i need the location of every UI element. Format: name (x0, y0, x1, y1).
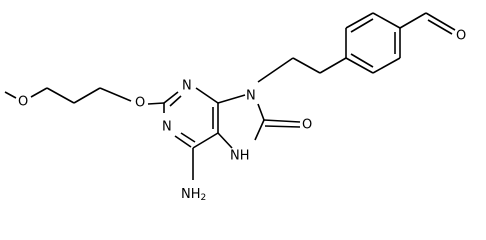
bond-cho-o (425, 12, 456, 31)
molecule-structure-diagram: O O N N N NH O NH2 O (4, 12, 466, 204)
bond-ring-1 (319, 57, 347, 74)
bond-c8-n7 (254, 119, 265, 141)
bond-c2-n3 (163, 91, 179, 104)
bond-c8-o-double (264, 125, 301, 128)
atom-n9: N (246, 89, 256, 104)
atom-o-aldehyde: O (456, 29, 466, 44)
atom-nh2-subscript: 2 (201, 193, 207, 203)
bond-ring-3 (345, 12, 374, 29)
atom-n1: N (162, 120, 172, 135)
atom-o-ether: O (135, 96, 145, 111)
bond-o-ch2 (30, 87, 48, 98)
benzaldehyde-group (257, 12, 456, 83)
bond-ring-6b (345, 57, 374, 74)
bond-c2-n3-inner (169, 95, 182, 107)
atom-labels: O O N N N NH O NH2 O (18, 29, 466, 204)
bond-n9-ch2 (257, 57, 294, 83)
atom-o-methoxy: O (18, 95, 28, 110)
bond-c6-n1 (174, 135, 192, 148)
bond-ring-6 (372, 57, 401, 74)
bond-n9-c8 (257, 103, 265, 121)
bond-ch2-c (73, 87, 101, 104)
atom-nh2: NH2 (181, 187, 206, 204)
bond-c8-o (263, 119, 301, 123)
bond-n3-c4 (195, 87, 219, 104)
atom-nh2-main: NH (181, 187, 201, 202)
bond-methyl-o (4, 91, 17, 99)
pyrimidine-ring (163, 87, 219, 149)
bond-ring-inner-a (350, 18, 374, 33)
bond-n7-c5 (217, 132, 233, 149)
bond-ring-cho (399, 12, 427, 29)
bond-c-o-ether (99, 87, 132, 102)
bond-ch2-ch2 (46, 87, 75, 104)
atom-o-carbonyl: O (302, 118, 312, 133)
molecule-canvas: O O N N N NH O NH2 O (4, 12, 466, 204)
atom-n7: NH (230, 149, 250, 164)
bond-ch2-ring (292, 57, 321, 74)
bond-cho-o-double (427, 19, 453, 35)
bond-ring-inner-c (350, 53, 374, 68)
bond-o-ether-c2 (147, 102, 165, 105)
bond-c4-n9 (217, 94, 246, 104)
bond-c5-c6 (192, 132, 219, 149)
imidazolone-ring (217, 94, 301, 149)
methoxyethoxy-chain (4, 87, 165, 105)
atom-n3: N (182, 79, 192, 94)
bond-c6-n1-inner (180, 132, 196, 143)
bond-ring-4 (372, 12, 401, 29)
